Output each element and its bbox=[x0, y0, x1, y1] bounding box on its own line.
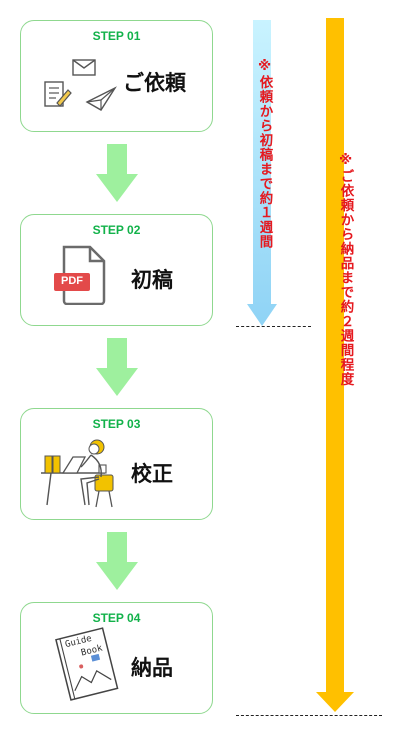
first-draft-timeline-bar bbox=[247, 20, 277, 326]
down-arrow-1 bbox=[96, 144, 138, 202]
step-04-box: STEP 04 Guide Book 納品 bbox=[20, 602, 213, 714]
step-03-label: STEP 03 bbox=[92, 417, 141, 431]
down-arrow-3 bbox=[96, 532, 138, 590]
pdf-badge: PDF bbox=[61, 275, 83, 287]
step-02-title: 初稿 bbox=[131, 268, 173, 292]
step-01-label: STEP 01 bbox=[92, 29, 141, 43]
request-mail-icon bbox=[44, 59, 117, 111]
step-01-box: STEP 01 ご依頼 bbox=[20, 20, 213, 132]
step-03-box: STEP 03 校正 bbox=[20, 408, 213, 520]
step-04-label: STEP 04 bbox=[92, 611, 141, 625]
step-01-title: ご依頼 bbox=[123, 71, 186, 95]
step-02-box: STEP 02 PDF 初稿 bbox=[20, 214, 213, 326]
proofreading-person-icon bbox=[41, 439, 114, 508]
first-draft-dashed-line bbox=[236, 326, 311, 327]
delivery-timeline-bar bbox=[316, 18, 354, 712]
step-04-title: 納品 bbox=[131, 656, 173, 680]
pdf-file-icon: PDF bbox=[54, 245, 106, 305]
delivery-dashed-line bbox=[236, 715, 382, 716]
step-03-title: 校正 bbox=[131, 462, 173, 486]
step-02-label: STEP 02 bbox=[92, 223, 141, 237]
guidebook-icon: Guide Book bbox=[51, 625, 123, 703]
first-draft-note: ※依頼から初稿まで約１週間 bbox=[256, 58, 273, 249]
delivery-note: ※ご依頼から納品まで約２週間程度 bbox=[337, 152, 354, 387]
down-arrow-2 bbox=[96, 338, 138, 396]
